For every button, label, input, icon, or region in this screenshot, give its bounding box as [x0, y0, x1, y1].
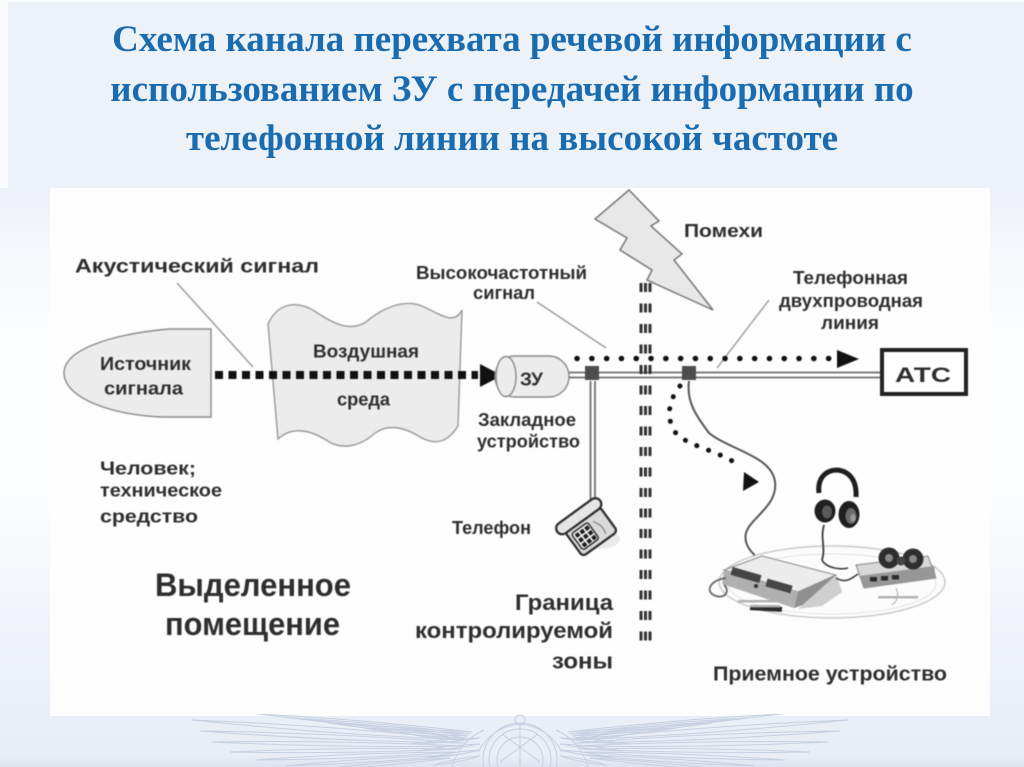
svg-text:техническое: техническое	[100, 481, 222, 501]
svg-text:Выделенное: Выделенное	[155, 567, 351, 603]
svg-text:Телефон: Телефон	[452, 518, 531, 538]
svg-text:зоны: зоны	[552, 649, 613, 674]
svg-text:контролируемой: контролируемой	[415, 618, 613, 643]
svg-text:линия: линия	[821, 313, 879, 333]
svg-text:помещение: помещение	[165, 606, 340, 642]
svg-text:Акустический сигнал: Акустический сигнал	[75, 256, 319, 278]
svg-text:Помехи: Помехи	[684, 221, 763, 241]
svg-text:ЗУ: ЗУ	[520, 370, 544, 390]
svg-text:Закладное: Закладное	[478, 410, 576, 430]
svg-text:Высокочастотный: Высокочастотный	[416, 263, 587, 283]
svg-text:Телефонная: Телефонная	[793, 268, 908, 288]
svg-text:Источник: Источник	[100, 354, 192, 374]
svg-text:Приемное устройство: Приемное устройство	[713, 664, 947, 686]
svg-text:Человек;: Человек;	[100, 459, 196, 479]
svg-text:устройство: устройство	[477, 432, 580, 452]
svg-text:среда: среда	[337, 390, 391, 410]
svg-text:АТС: АТС	[895, 364, 951, 387]
svg-text:сигнала: сигнала	[104, 379, 184, 399]
svg-text:Воздушная: Воздушная	[313, 342, 419, 362]
svg-text:средство: средство	[100, 507, 198, 527]
svg-text:Граница: Граница	[515, 590, 614, 615]
svg-text:двухпроводная: двухпроводная	[779, 291, 923, 311]
svg-text:сигнал: сигнал	[473, 283, 535, 303]
